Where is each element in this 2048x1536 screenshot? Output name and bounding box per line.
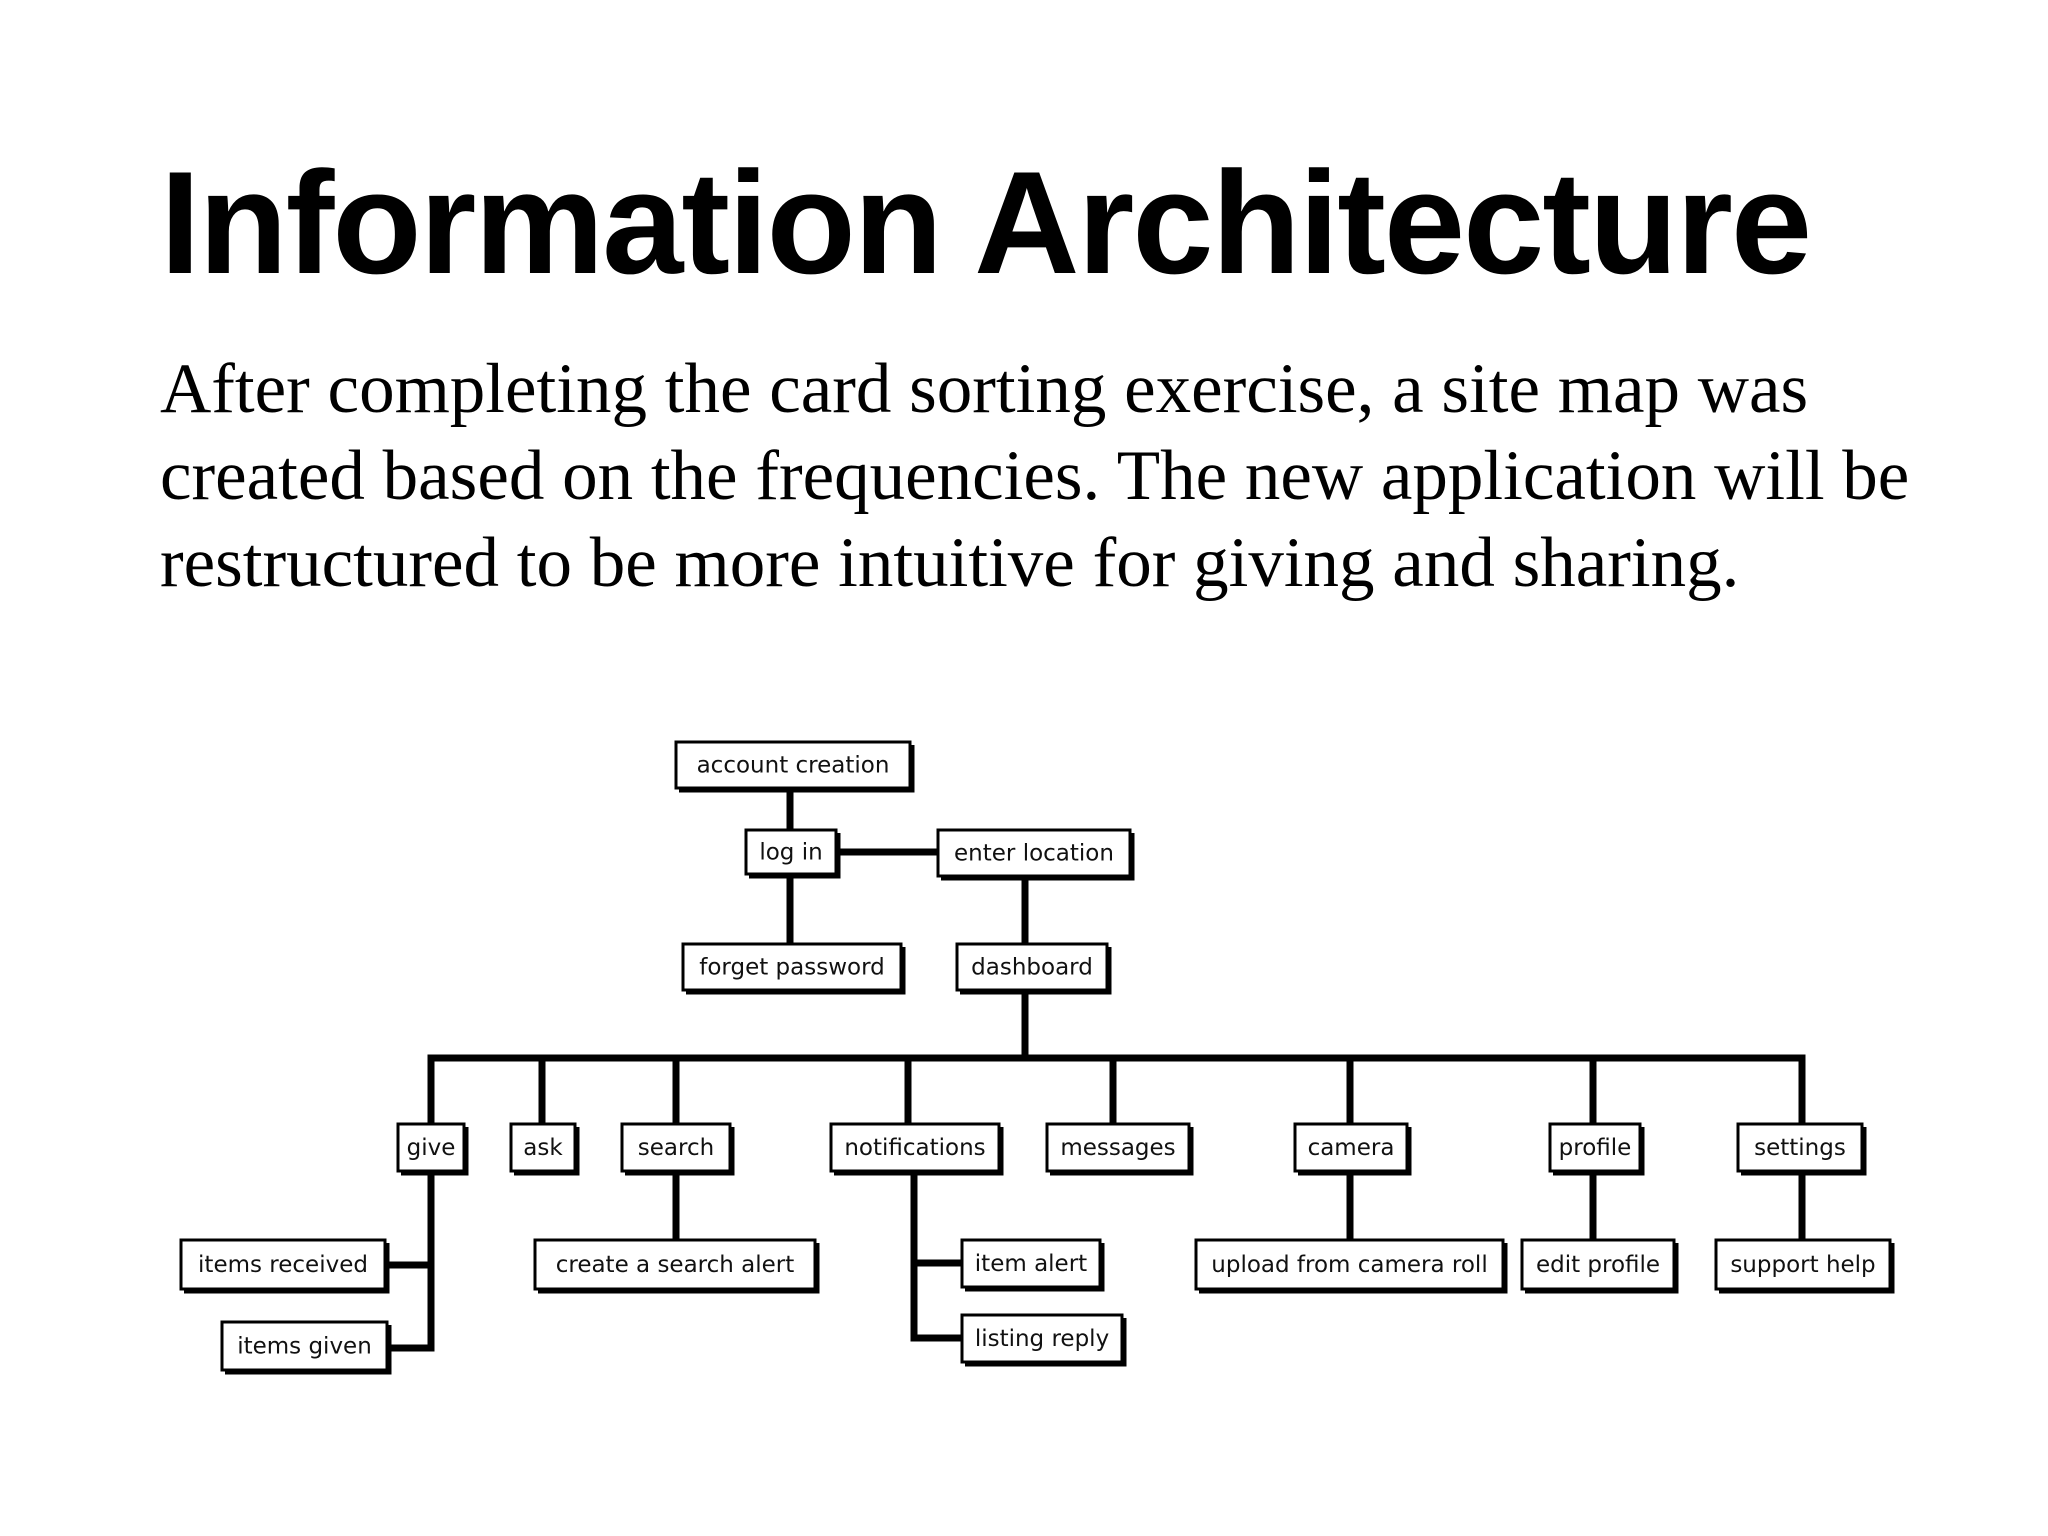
node-shadow-settings (1741, 1127, 1867, 1176)
node-shadow-ask (514, 1127, 580, 1176)
node-shadow-messages (1050, 1127, 1194, 1176)
node-label-edit-profile: edit profile (1536, 1252, 1660, 1278)
node-box-listing-reply (960, 1313, 1124, 1364)
node-shadow-profile (1553, 1127, 1645, 1176)
node-shadow-support-help (1719, 1243, 1895, 1294)
node-shadow-camera (1298, 1127, 1412, 1176)
node-box-edit-profile (1520, 1238, 1676, 1291)
node-label-dashboard: dashboard (971, 955, 1093, 981)
node-create-a-search-alert: create a search alert (533, 1238, 820, 1294)
node-give: give (396, 1122, 469, 1176)
slide-title: Information Architecture (160, 141, 1812, 304)
node-shadow-notifications (834, 1127, 1004, 1176)
node-label-log-in: log in (759, 840, 822, 866)
node-item-alert: item alert (960, 1238, 1105, 1292)
node-box-items-received (179, 1238, 387, 1291)
node-notifications: notifications (829, 1122, 1004, 1176)
node-label-search: search (638, 1135, 714, 1161)
node-label-settings: settings (1754, 1135, 1846, 1161)
node-account-creation: account creation (674, 740, 915, 793)
node-box-dashboard (955, 942, 1109, 992)
node-label-enter-location: enter location (954, 841, 1114, 867)
node-log-in: log in (744, 828, 841, 879)
node-enter-location: enter location (936, 828, 1135, 881)
node-label-create-a-search-alert: create a search alert (556, 1252, 795, 1278)
node-label-items-received: items received (198, 1252, 368, 1278)
node-profile: profile (1548, 1122, 1645, 1176)
node-label-support-help: support help (1730, 1252, 1875, 1278)
node-box-items-given (220, 1320, 389, 1372)
node-edit-profile: edit profile (1520, 1238, 1679, 1294)
node-shadow-give (401, 1127, 469, 1176)
node-search: search (620, 1122, 735, 1176)
node-label-account-creation: account creation (697, 753, 890, 779)
node-box-search (620, 1122, 732, 1173)
node-shadow-listing-reply (965, 1318, 1127, 1367)
node-shadow-items-received (184, 1243, 390, 1294)
node-forget-password: forget password (681, 942, 906, 995)
node-box-create-a-search-alert (533, 1238, 817, 1291)
node-shadow-edit-profile (1525, 1243, 1679, 1294)
node-label-items-given: items given (237, 1334, 372, 1360)
node-label-item-alert: item alert (975, 1251, 1087, 1277)
node-box-log-in (744, 828, 838, 876)
node-label-listing-reply: listing reply (975, 1326, 1109, 1352)
node-box-ask (509, 1122, 577, 1173)
node-shadow-upload-from-camera-roll (1199, 1243, 1508, 1294)
node-label-notifications: notifications (844, 1135, 985, 1161)
node-listing-reply: listing reply (960, 1313, 1127, 1367)
node-box-support-help (1714, 1238, 1892, 1291)
node-dashboard: dashboard (955, 942, 1112, 995)
node-label-upload-from-camera-roll: upload from camera roll (1211, 1252, 1487, 1278)
node-box-messages (1045, 1122, 1191, 1173)
node-shadow-account-creation (679, 745, 915, 793)
node-items-received: items received (179, 1238, 390, 1294)
node-label-ask: ask (523, 1135, 563, 1161)
node-items-given: items given (220, 1320, 392, 1375)
node-box-camera (1293, 1122, 1409, 1173)
node-box-forget-password (681, 942, 903, 992)
node-shadow-search (625, 1127, 735, 1176)
node-label-camera: camera (1308, 1135, 1395, 1161)
slide-description: After completing the card sorting exerci… (160, 350, 1910, 602)
node-upload-from-camera-roll: upload from camera roll (1194, 1238, 1508, 1294)
node-shadow-forget-password (686, 947, 906, 995)
node-label-profile: profile (1559, 1135, 1632, 1161)
node-label-give: give (407, 1135, 456, 1161)
node-label-forget-password: forget password (699, 955, 885, 981)
node-box-give (396, 1122, 466, 1173)
node-label-messages: messages (1060, 1135, 1175, 1161)
node-box-account-creation (674, 740, 912, 790)
node-box-item-alert (960, 1238, 1102, 1289)
node-camera: camera (1293, 1122, 1412, 1176)
node-ask: ask (509, 1122, 580, 1176)
node-shadow-item-alert (965, 1243, 1105, 1292)
node-shadow-enter-location (941, 833, 1135, 881)
site-map-connectors (381, 784, 1806, 1352)
node-box-notifications (829, 1122, 1001, 1173)
node-shadow-items-given (225, 1325, 392, 1375)
node-messages: messages (1045, 1122, 1194, 1176)
node-box-upload-from-camera-roll (1194, 1238, 1505, 1291)
node-settings: settings (1736, 1122, 1867, 1176)
node-box-settings (1736, 1122, 1864, 1173)
node-support-help: support help (1714, 1238, 1895, 1294)
node-shadow-create-a-search-alert (538, 1243, 820, 1294)
node-shadow-log-in (749, 833, 841, 879)
node-box-profile (1548, 1122, 1642, 1173)
node-shadow-dashboard (960, 947, 1112, 995)
node-box-enter-location (936, 828, 1132, 878)
